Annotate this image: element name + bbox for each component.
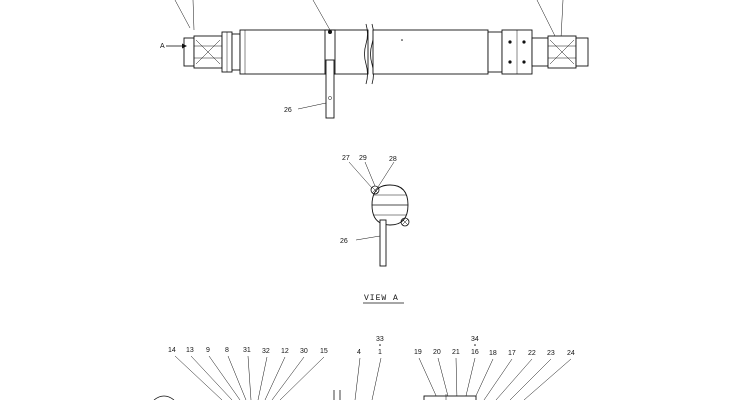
callout-4: 4 <box>357 349 361 356</box>
view-a-title: VIEW A <box>364 294 399 303</box>
view-arrow-label: A <box>160 43 165 50</box>
callout-17: 17 <box>508 350 516 357</box>
callout-19: 19 <box>414 349 422 356</box>
callout-8: 8 <box>225 347 229 354</box>
callout-24: 24 <box>567 350 575 357</box>
callout-34: 34 <box>471 336 479 343</box>
callout-15: 15 <box>320 348 328 355</box>
callout-32: 32 <box>262 348 270 355</box>
callout-23: 23 <box>547 350 555 357</box>
callout-16: 16 <box>471 349 479 356</box>
shaft-assembly: A 26 <box>160 0 589 119</box>
callout-9: 9 <box>206 347 210 354</box>
callout-28: 28 <box>389 156 397 163</box>
callout-13: 13 <box>186 347 194 354</box>
detail-bracket <box>379 219 387 267</box>
callout-27: 27 <box>342 155 350 162</box>
view-a-detail: 27 29 28 26 VIEW A <box>340 155 410 304</box>
left-yoke-end <box>183 37 195 67</box>
callout-29: 29 <box>359 155 367 162</box>
bottom-callouts: 14 13 9 8 31 32 12 30 15 4 1 33 19 20 21… <box>153 336 575 400</box>
callout-21: 21 <box>452 349 460 356</box>
callout-14: 14 <box>168 347 176 354</box>
callout-30: 30 <box>300 348 308 355</box>
callout-1: 1 <box>378 349 382 356</box>
callout-12: 12 <box>281 348 289 355</box>
callout-26-detail: 26 <box>340 238 348 245</box>
callout-20: 20 <box>433 349 441 356</box>
bracket-arm <box>325 59 335 119</box>
callout-26-top: 26 <box>284 107 292 114</box>
callout-18: 18 <box>489 350 497 357</box>
callout-22: 22 <box>528 350 536 357</box>
main-tube <box>239 29 369 75</box>
callout-33: 33 <box>376 336 384 343</box>
callout-31: 31 <box>243 347 251 354</box>
